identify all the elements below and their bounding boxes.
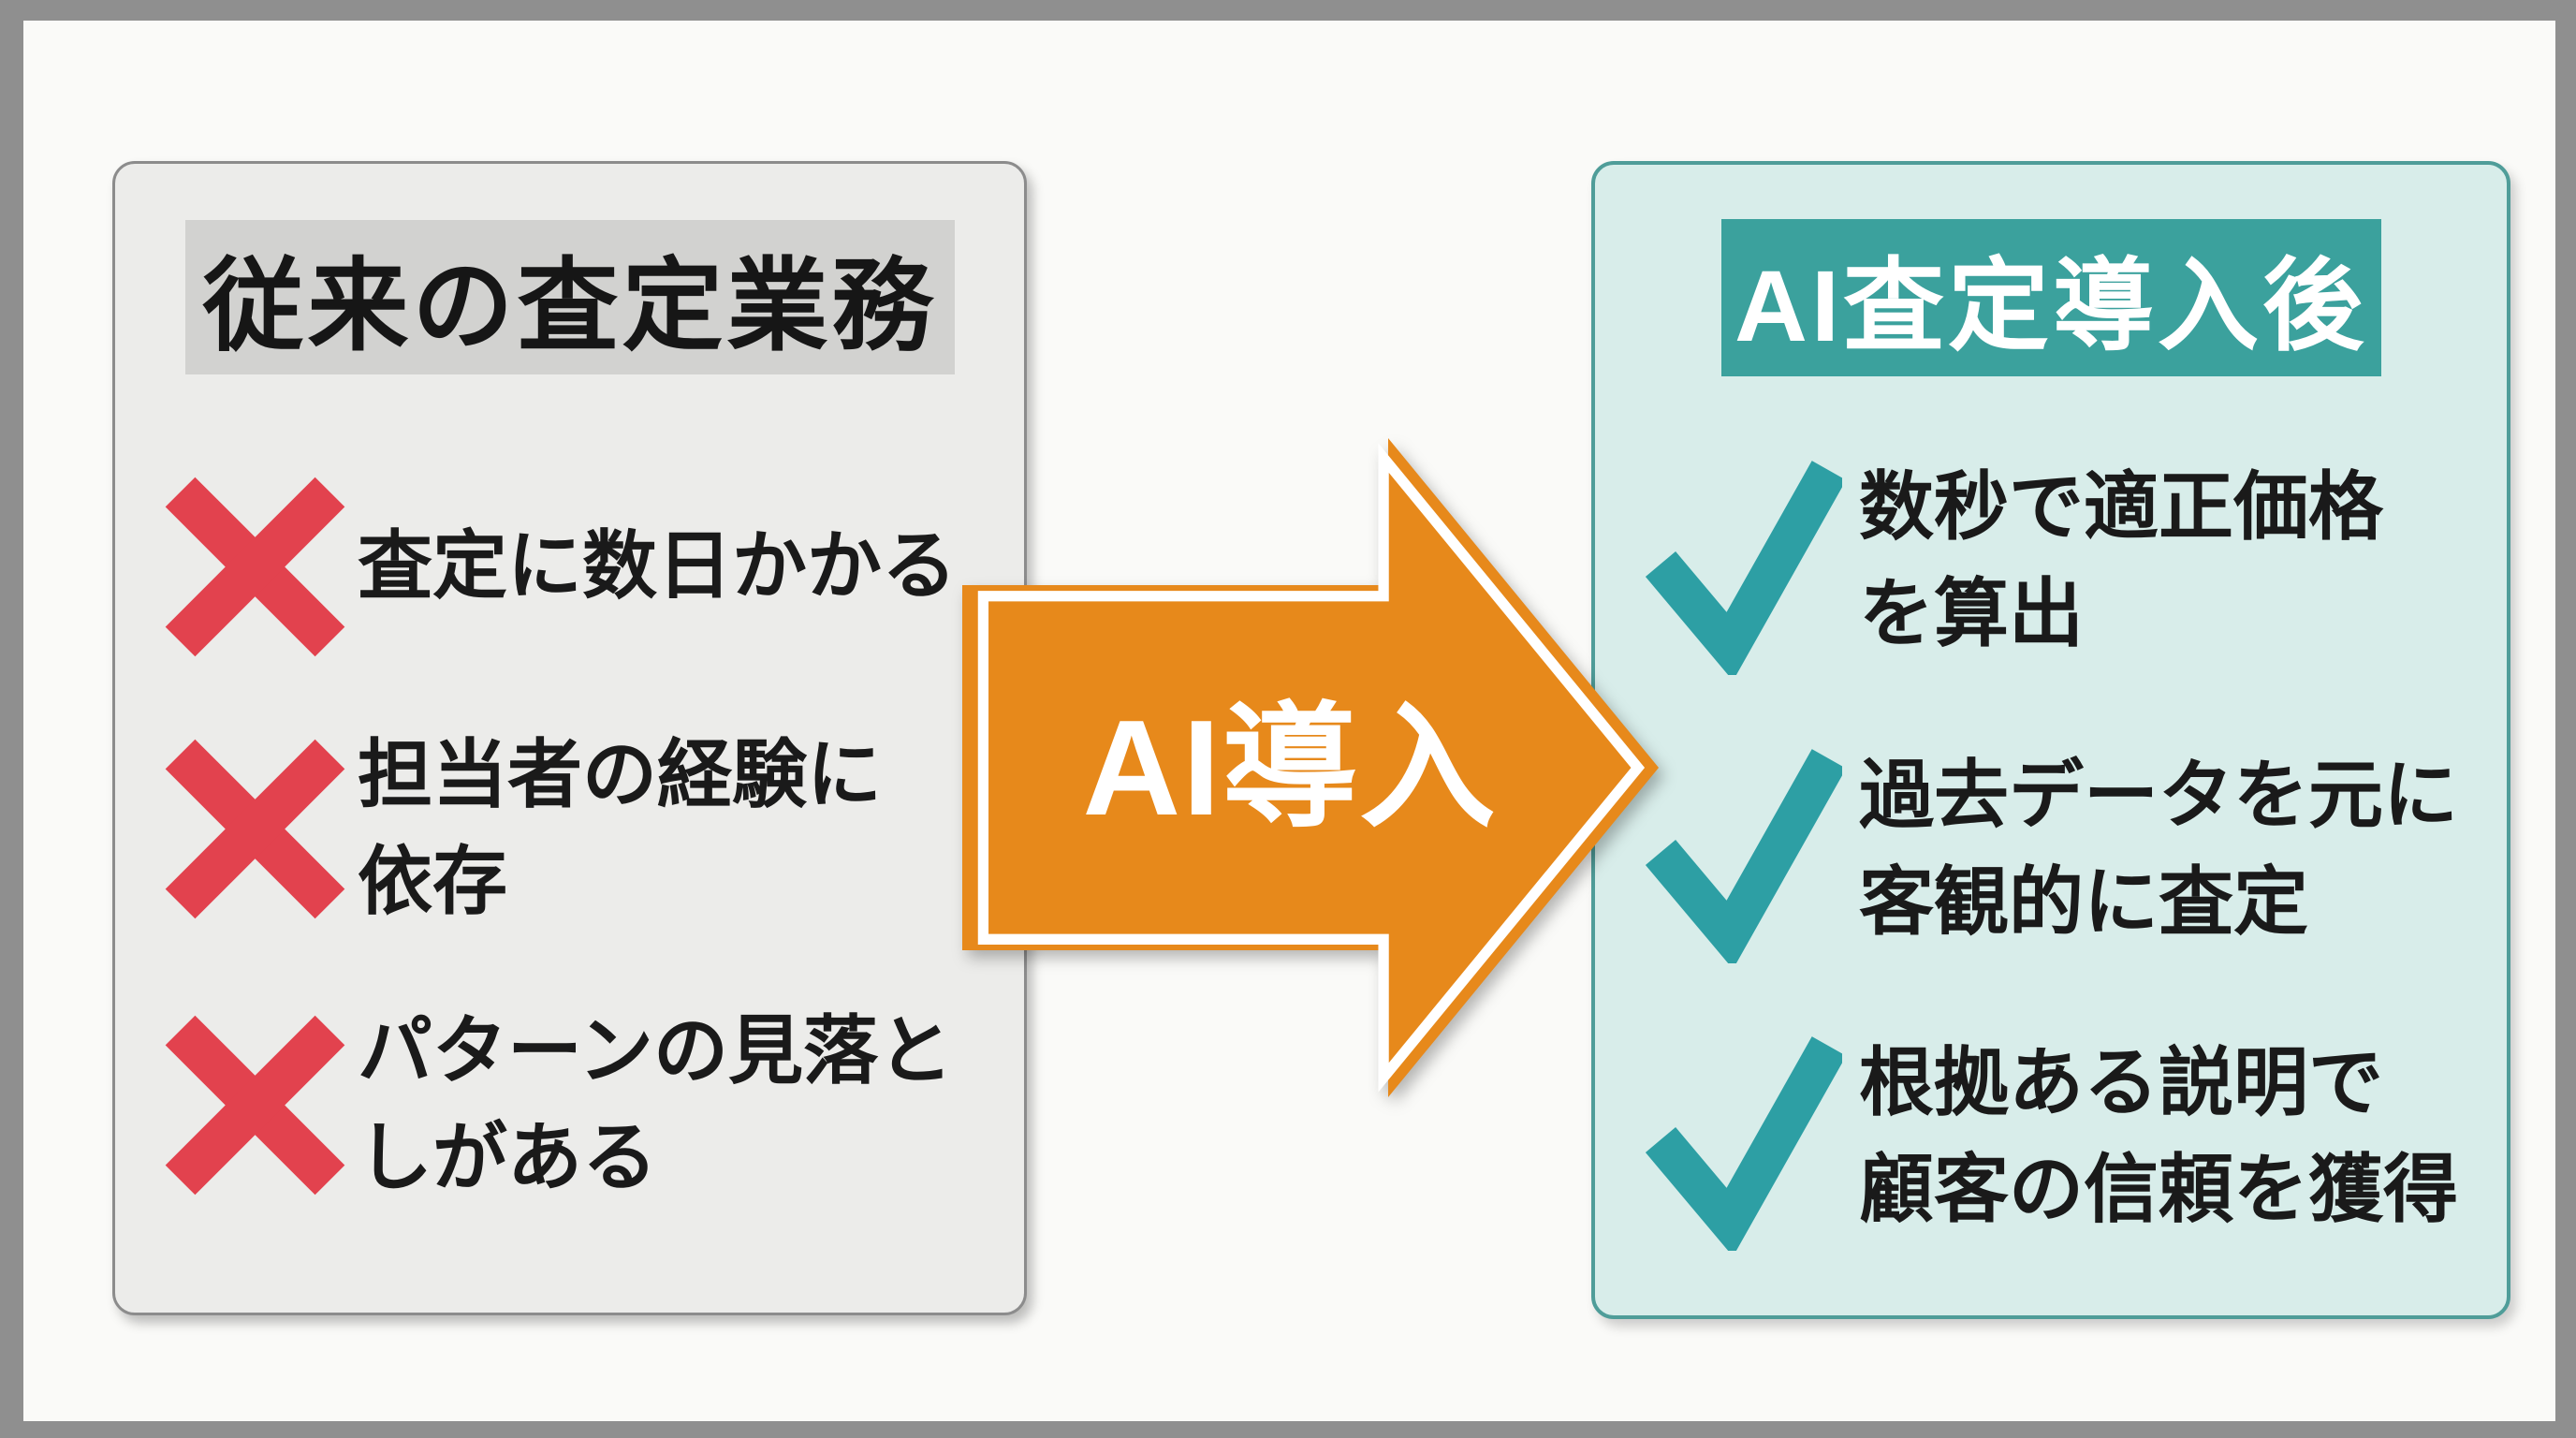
after-item-row: 数秒で適正価格 を算出 [1644,446,2483,675]
check-icon [1645,749,1842,963]
before-panel: 従来の査定業務 査定に数日かかる 担当者の経験に 依存 パターンの見落と しがあ… [112,161,1027,1315]
before-item-text: 担当者の経験に 依存 [358,733,882,923]
after-panel: AI査定導入後 数秒で適正価格 を算出 過去データを元に 客観的に査定 根拠ある… [1591,161,2510,1319]
cross-icon [165,1015,345,1195]
after-item-row: 根拠ある説明で 顧客の信頼を獲得 [1644,1021,2483,1251]
arrow-right-icon [962,438,1659,1097]
cross-icon [165,739,345,918]
before-item-row: 担当者の経験に 依存 [164,721,1001,936]
arrow-inner-outline [977,443,1646,1093]
cross-icon [165,477,345,656]
before-item-row: パターンの見落と しがある [164,997,1001,1212]
ai-introduction-arrow: AI導入 [962,438,1659,1097]
after-item-text: 過去データを元に 客観的に査定 [1859,753,2458,944]
before-panel-title: 従来の査定業務 [184,220,955,374]
check-icon [1645,461,1842,675]
check-icon [1645,1036,1842,1251]
after-item-text: 数秒で適正価格 を算出 [1859,464,2383,655]
after-item-row: 過去データを元に 客観的に査定 [1644,734,2483,963]
before-item-text: 査定に数日かかる [358,524,957,609]
after-item-text: 根拠ある説明で 顧客の信頼を獲得 [1859,1040,2458,1231]
after-panel-title: AI査定導入後 [1720,219,2381,376]
arrow-label: AI導入 [1083,692,1498,844]
page-background: 従来の査定業務 査定に数日かかる 担当者の経験に 依存 パターンの見落と しがあ… [23,21,2555,1421]
before-item-row: 査定に数日かかる [164,473,1001,660]
before-item-text: パターンの見落と しがある [358,1009,953,1199]
